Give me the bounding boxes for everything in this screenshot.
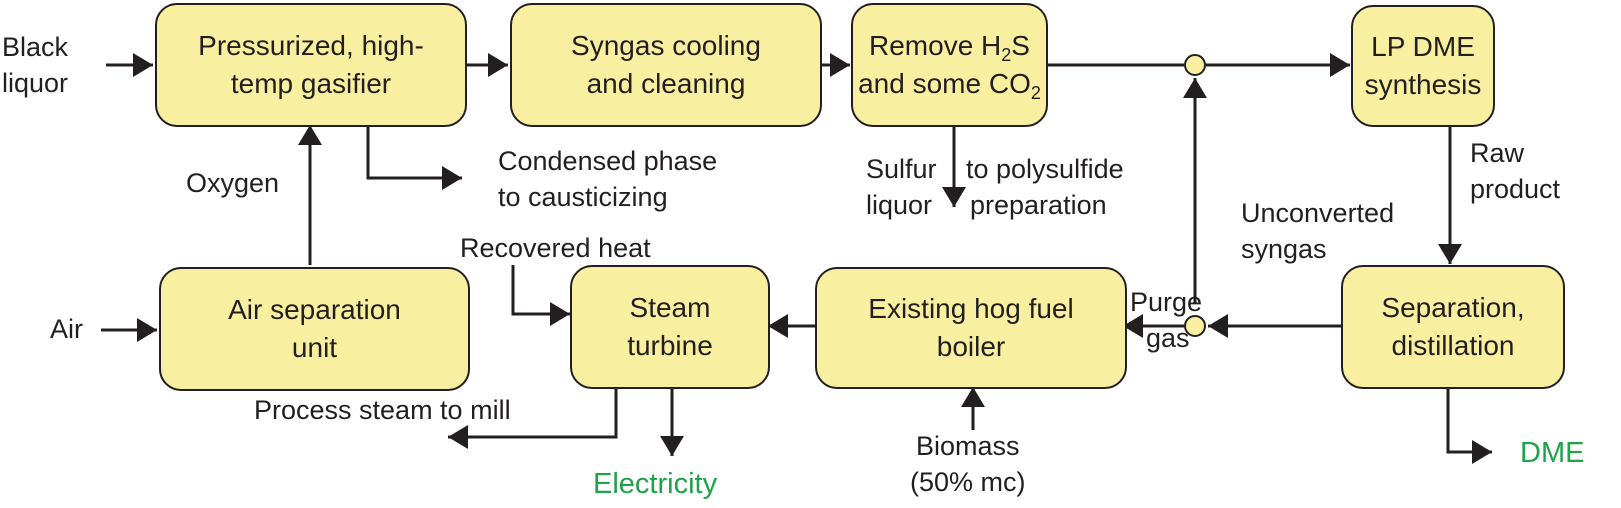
label-oxygen: Oxygen bbox=[186, 168, 280, 198]
box-lp-dme-synthesis: LP DME synthesis bbox=[1351, 5, 1495, 127]
arrow-dme bbox=[1446, 387, 1492, 464]
label-biomass: Biomass(50% mc) bbox=[910, 431, 1026, 497]
output-electricity: Electricity bbox=[593, 468, 718, 500]
junction-top bbox=[1184, 54, 1206, 76]
junction-bottom bbox=[1184, 315, 1206, 337]
arrow-condensed-phase bbox=[366, 124, 462, 190]
box-hog-fuel-boiler: Existing hog fuel boiler bbox=[815, 267, 1127, 389]
label-air: Air bbox=[50, 314, 83, 344]
box-gasifier: Pressurized, high- temp gasifier bbox=[155, 3, 467, 127]
box-steam-turbine: Steam turbine bbox=[570, 265, 770, 389]
box-remove-h2s: Remove H2S and some CO2 bbox=[851, 3, 1048, 127]
label-process-steam: Process steam to mill bbox=[254, 395, 511, 425]
arrow-process-steam bbox=[448, 387, 618, 449]
box-syngas-cleaning: Syngas cooling and cleaning bbox=[510, 3, 822, 127]
box-separation-distillation: Separation, distillation bbox=[1341, 265, 1565, 389]
output-dme: DME bbox=[1520, 437, 1585, 469]
box-air-separation: Air separation unit bbox=[159, 267, 470, 391]
label-recovered-heat: Recovered heat bbox=[460, 233, 651, 263]
arrow-recovered-heat bbox=[511, 265, 570, 326]
